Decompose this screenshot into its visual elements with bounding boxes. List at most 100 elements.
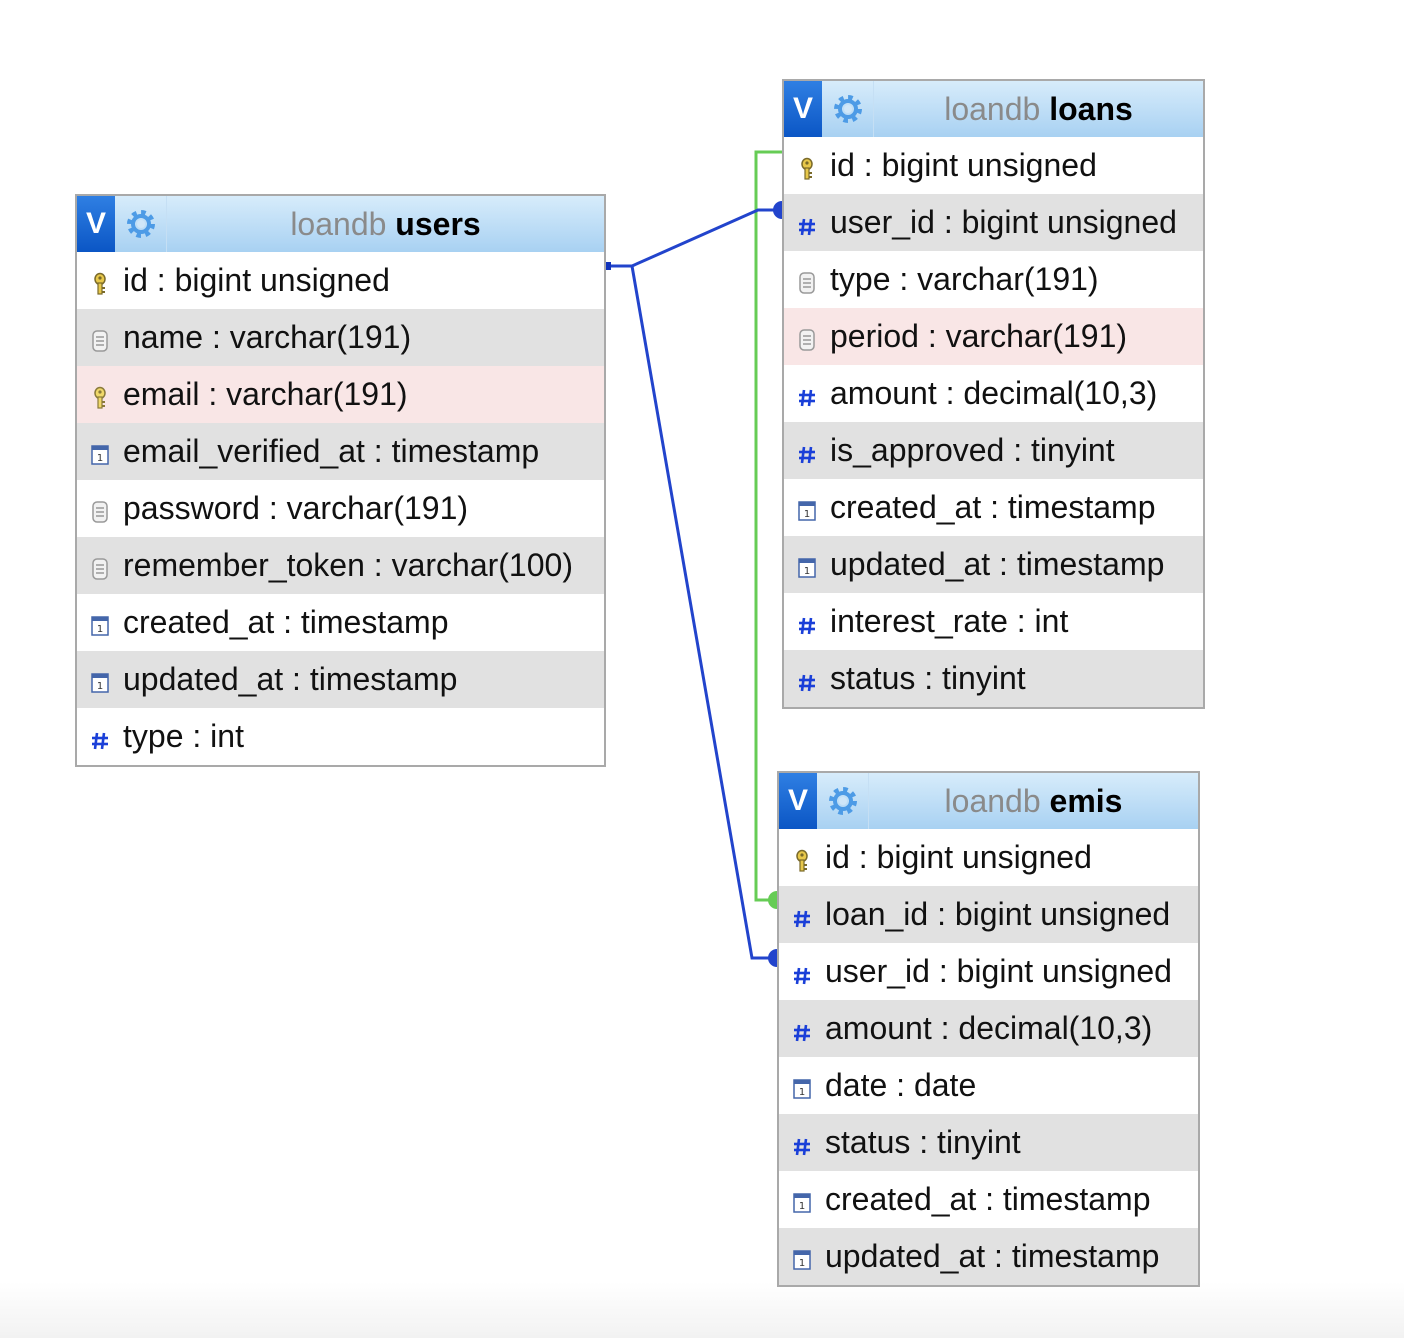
column-label: user_id : bigint unsigned <box>830 204 1177 240</box>
table-header[interactable]: V loandb emis <box>779 773 1198 829</box>
column-row[interactable]: 1 date : date <box>779 1057 1198 1114</box>
svg-text:1: 1 <box>97 624 103 635</box>
column-row[interactable]: remember_token : varchar(100) <box>77 537 604 594</box>
toggle-columns-button[interactable]: V <box>784 81 822 137</box>
column-label: name : varchar(191) <box>123 319 412 355</box>
numeric-column-icon <box>784 664 830 694</box>
column-label: user_id : bigint unsigned <box>825 953 1172 989</box>
column-label: id : bigint unsigned <box>825 839 1092 875</box>
column-row[interactable]: interest_rate : int <box>784 593 1203 650</box>
column-label: updated_at : timestamp <box>123 661 458 697</box>
text-column-icon <box>77 551 123 581</box>
svg-text:1: 1 <box>804 566 810 577</box>
gear-icon[interactable] <box>115 196 167 252</box>
column-label: type : int <box>123 718 244 754</box>
column-label: created_at : timestamp <box>123 604 449 640</box>
unique-key-icon <box>77 380 123 410</box>
relation-users-id-loans-user-id <box>606 208 781 268</box>
column-label: password : varchar(191) <box>123 490 469 526</box>
column-row[interactable]: 1 updated_at : timestamp <box>784 536 1203 593</box>
gear-icon[interactable] <box>817 773 869 829</box>
database-name: loandb <box>944 782 1041 819</box>
gear-icon[interactable] <box>822 81 874 137</box>
relation-end-marker <box>773 201 782 219</box>
column-row[interactable]: user_id : bigint unsigned <box>779 943 1198 1000</box>
table-name: loans <box>1049 90 1133 127</box>
column-label: amount : decimal(10,3) <box>825 1010 1153 1046</box>
column-row[interactable]: 1 created_at : timestamp <box>779 1171 1198 1228</box>
column-label: date : date <box>825 1067 977 1103</box>
column-row[interactable]: status : tinyint <box>779 1114 1198 1171</box>
primary-key-icon <box>779 843 825 873</box>
table-loans[interactable]: V loandb loans id : bigint unsigned user_… <box>782 79 1205 709</box>
database-name: loandb <box>944 90 1041 127</box>
column-label: remember_token : varchar(100) <box>123 547 573 583</box>
column-label: email_verified_at : timestamp <box>123 433 540 469</box>
column-label: email : varchar(191) <box>123 376 408 412</box>
date-column-icon: 1 <box>77 666 123 694</box>
column-row[interactable]: amount : decimal(10,3) <box>779 1000 1198 1057</box>
column-label: created_at : timestamp <box>830 489 1156 525</box>
column-row[interactable]: loan_id : bigint unsigned <box>779 886 1198 943</box>
table-title: loandb loans <box>874 91 1203 128</box>
column-label: type : varchar(191) <box>830 261 1099 297</box>
column-row[interactable]: status : tinyint <box>784 650 1203 707</box>
column-row[interactable]: name : varchar(191) <box>77 309 604 366</box>
table-columns: id : bigint unsigned name : varchar(191) e… <box>77 252 604 765</box>
toggle-columns-button[interactable]: V <box>779 773 817 829</box>
numeric-column-icon <box>784 436 830 466</box>
text-column-icon <box>784 265 830 295</box>
table-emis[interactable]: V loandb emis id : bigint unsigned loan_i… <box>777 771 1200 1287</box>
date-column-icon: 1 <box>779 1072 825 1100</box>
column-label: updated_at : timestamp <box>825 1238 1160 1274</box>
table-title: loandb users <box>167 206 604 243</box>
column-row[interactable]: password : varchar(191) <box>77 480 604 537</box>
svg-text:1: 1 <box>97 453 103 464</box>
text-column-icon <box>784 322 830 352</box>
toggle-columns-button[interactable]: V <box>77 196 115 252</box>
column-row[interactable]: 1 updated_at : timestamp <box>77 651 604 708</box>
column-row[interactable]: type : varchar(191) <box>784 251 1203 308</box>
relation-users-id-emis-user-id <box>630 265 776 960</box>
column-label: period : varchar(191) <box>830 318 1128 354</box>
date-column-icon: 1 <box>77 609 123 637</box>
table-name: emis <box>1049 782 1123 819</box>
column-label: amount : decimal(10,3) <box>830 375 1158 411</box>
date-column-icon: 1 <box>77 438 123 466</box>
text-column-icon <box>77 494 123 524</box>
table-users[interactable]: V loandb users id : bigint unsigned name … <box>75 194 606 767</box>
text-column-icon <box>77 323 123 353</box>
date-column-icon: 1 <box>779 1243 825 1271</box>
date-column-icon: 1 <box>779 1186 825 1214</box>
column-row[interactable]: is_approved : tinyint <box>784 422 1203 479</box>
table-columns: id : bigint unsigned loan_id : bigint uns… <box>779 829 1198 1285</box>
svg-text:1: 1 <box>799 1201 805 1212</box>
numeric-column-icon <box>779 1014 825 1044</box>
svg-text:1: 1 <box>97 681 103 692</box>
column-label: status : tinyint <box>825 1124 1021 1160</box>
column-row[interactable]: id : bigint unsigned <box>784 137 1203 194</box>
svg-text:1: 1 <box>799 1087 805 1098</box>
column-row[interactable]: user_id : bigint unsigned <box>784 194 1203 251</box>
numeric-column-icon <box>784 607 830 637</box>
column-row[interactable]: id : bigint unsigned <box>77 252 604 309</box>
column-label: id : bigint unsigned <box>123 262 390 298</box>
column-row[interactable]: email : varchar(191) <box>77 366 604 423</box>
column-row[interactable]: id : bigint unsigned <box>779 829 1198 886</box>
column-row[interactable]: 1 created_at : timestamp <box>77 594 604 651</box>
table-name: users <box>395 205 481 242</box>
column-row[interactable]: 1 email_verified_at : timestamp <box>77 423 604 480</box>
column-label: created_at : timestamp <box>825 1181 1151 1217</box>
table-columns: id : bigint unsigned user_id : bigint uns… <box>784 137 1203 707</box>
table-header[interactable]: V loandb loans <box>784 81 1203 137</box>
relation-end-marker <box>768 949 777 967</box>
table-header[interactable]: V loandb users <box>77 196 604 252</box>
column-row[interactable]: type : int <box>77 708 604 765</box>
column-row[interactable]: amount : decimal(10,3) <box>784 365 1203 422</box>
column-row[interactable]: period : varchar(191) <box>784 308 1203 365</box>
column-label: updated_at : timestamp <box>830 546 1165 582</box>
numeric-column-icon <box>779 900 825 930</box>
